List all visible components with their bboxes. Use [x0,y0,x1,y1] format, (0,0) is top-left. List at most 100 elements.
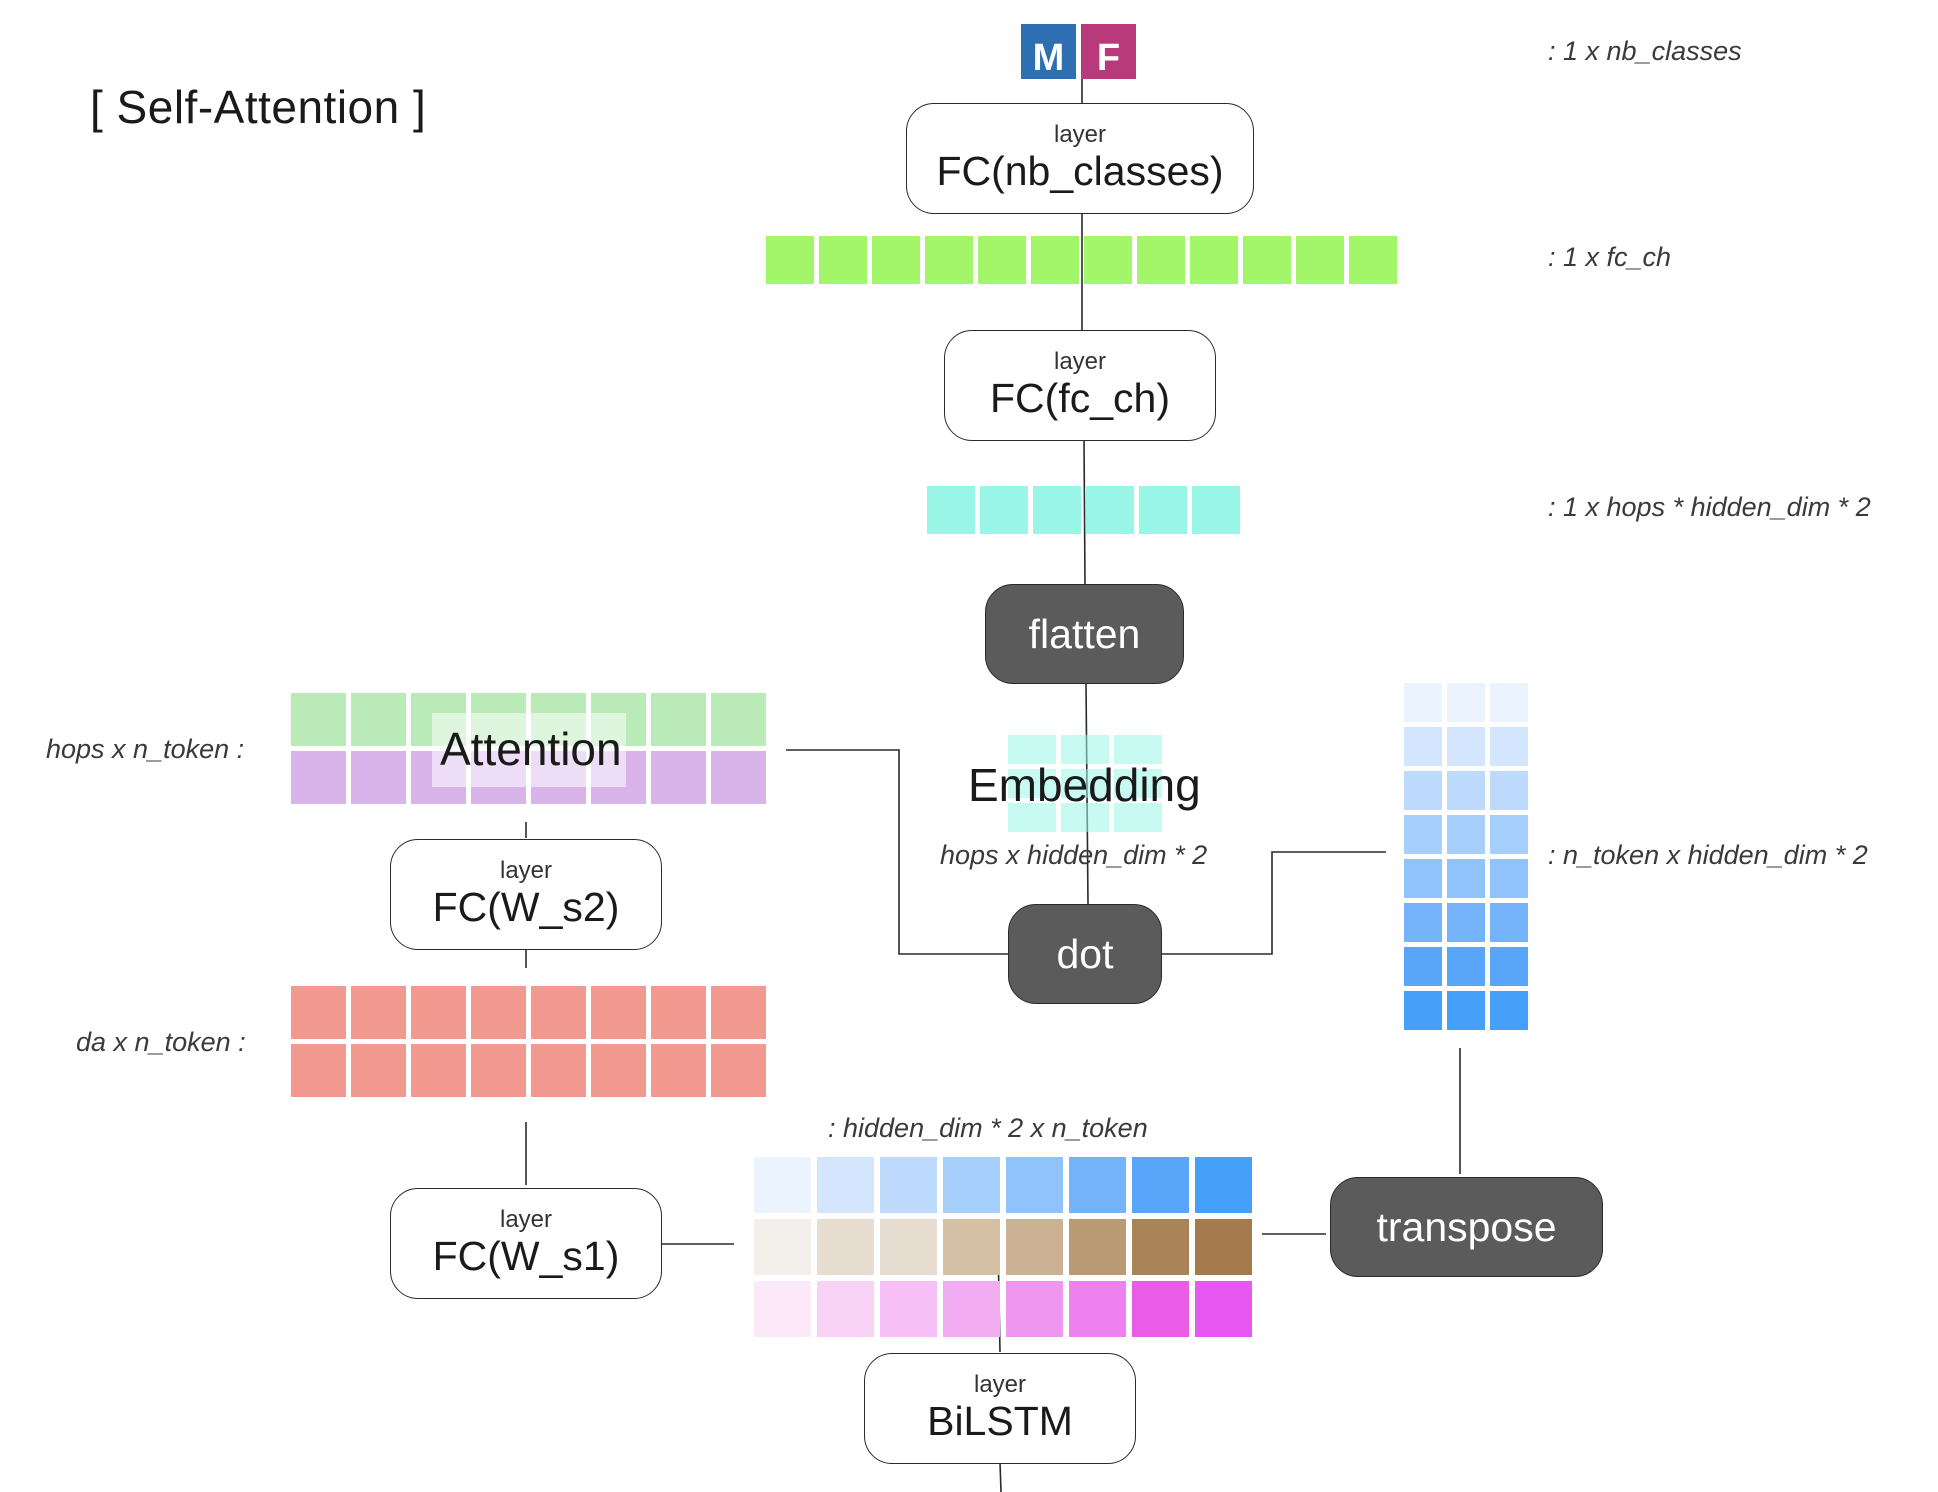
output-shape-note: : 1 x nb_classes [1548,36,1742,66]
transposed-matrix-cell [1447,727,1485,766]
embedding-matrix-cell [1061,769,1109,798]
da-matrix-cell [291,1044,346,1097]
lstm-output-cell [880,1281,937,1337]
transposed-matrix-cell [1490,771,1528,810]
attention-matrix-cell [651,751,706,804]
female-badge-text: F [1096,37,1121,79]
da-matrix-cell [291,986,346,1039]
lstm-output-cell [1195,1219,1252,1275]
lstm-output-cell [943,1157,1000,1213]
transposed-matrix-cell [1447,903,1485,942]
attention-matrix-cell [291,751,346,804]
da-matrix-cell [711,1044,766,1097]
da-matrix-cell [591,1044,646,1097]
wire-attention-to-dot [786,749,1008,955]
transposed-matrix-cell [1404,859,1442,898]
embedding-matrix-cell [1114,803,1162,832]
da-matrix-cell [531,1044,586,1097]
transposed-matrix-cell [1404,771,1442,810]
transposed-matrix-cell [1404,683,1442,722]
attention-matrix-cell [291,693,346,746]
embedding-matrix-cell [1008,769,1056,798]
flat-vector-cell [1033,486,1081,534]
fc-vector-cell [766,236,814,284]
transposed-shape-note: : n_token x hidden_dim * 2 [1548,840,1868,870]
attention-matrix-cell [351,693,406,746]
da-matrix-cell [651,1044,706,1097]
transposed-matrix-cell [1490,859,1528,898]
bilstm-layer: layer BiLSTM [864,1353,1136,1464]
da-matrix-cell [411,986,466,1039]
fc-ch-layer: layer FC(fc_ch) [944,330,1216,441]
attention-label: Attention [440,723,622,775]
transposed-matrix-cell [1404,947,1442,986]
fc-vector-cell [1296,236,1344,284]
fc-vector-cell [978,236,1026,284]
attention-matrix-cell [711,751,766,804]
embedding-matrix-cell [1114,769,1162,798]
lstm-output-cell [817,1157,874,1213]
layer-name: FC(W_s2) [432,884,620,931]
da-matrix-cell [471,986,526,1039]
transposed-matrix-cell [1447,815,1485,854]
male-badge-text: M [1032,37,1065,79]
flatten-op: flatten [985,584,1184,684]
da-matrix-cell [531,986,586,1039]
embedding-matrix-cell [1114,735,1162,764]
lstm-output-cell [754,1219,811,1275]
da-shape-note: da x n_token : [76,1027,246,1057]
transposed-matrix-cell [1447,991,1485,1030]
fc-vector-cell [1190,236,1238,284]
lstm-output-cell [1195,1281,1252,1337]
da-matrix-cell [591,986,646,1039]
layer-name: FC(fc_ch) [990,375,1170,422]
flat-shape-note: : 1 x hops * hidden_dim * 2 [1548,492,1871,522]
da-matrix-cell [711,986,766,1039]
da-matrix-cell [351,1044,406,1097]
layer-tag: layer [499,1205,553,1233]
embedding-matrix-cell [1008,803,1056,832]
transposed-matrix-cell [1490,683,1528,722]
da-matrix-cell [411,1044,466,1097]
embedding-matrix-cell [1061,803,1109,832]
dot-op: dot [1008,904,1162,1004]
embedding-label: Embedding [968,759,1201,811]
fc-shape-note: : 1 x fc_ch [1548,242,1672,272]
lstm-output-cell [754,1157,811,1213]
embedding-matrix-cell [1008,735,1056,764]
fc-vector-cell [925,236,973,284]
lstm-output-cell [1132,1157,1189,1213]
lstm-output-cell [1195,1157,1252,1213]
layer-tag: layer [1053,347,1107,375]
da-matrix-cell [471,1044,526,1097]
transposed-matrix-cell [1447,771,1485,810]
fc-vector-cell [1031,236,1079,284]
flat-vector-cell [1139,486,1187,534]
lstm-output-cell [943,1281,1000,1337]
diagram-title: [ Self-Attention ] [90,81,427,133]
lstm-output-cell [1069,1281,1126,1337]
layer-name: BiLSTM [927,1398,1073,1445]
transposed-matrix-cell [1447,859,1485,898]
lstm-output-cell [1006,1281,1063,1337]
wire-fcch-to-flatten [1083,439,1086,585]
transposed-matrix-cell [1404,815,1442,854]
lstm-output-cell [880,1219,937,1275]
fc-vector-cell [1243,236,1291,284]
flat-vector-cell [1192,486,1240,534]
lstm-output-cell [1069,1219,1126,1275]
fc-vector-cell [1137,236,1185,284]
da-matrix-cell [351,986,406,1039]
fc-ws2-layer: layer FC(W_s2) [390,839,662,950]
attention-matrix-cell [711,693,766,746]
lstm-output-cell [1006,1219,1063,1275]
da-matrix-cell [651,986,706,1039]
flat-vector-cell [927,486,975,534]
layer-name: FC(nb_classes) [936,148,1224,195]
layer-name: FC(W_s1) [432,1233,620,1280]
transposed-matrix-cell [1490,947,1528,986]
fc-vector-cell [1084,236,1132,284]
layer-tag: layer [973,1370,1027,1398]
wire-bilstm-input [999,1461,1002,1492]
transposed-matrix-cell [1404,727,1442,766]
